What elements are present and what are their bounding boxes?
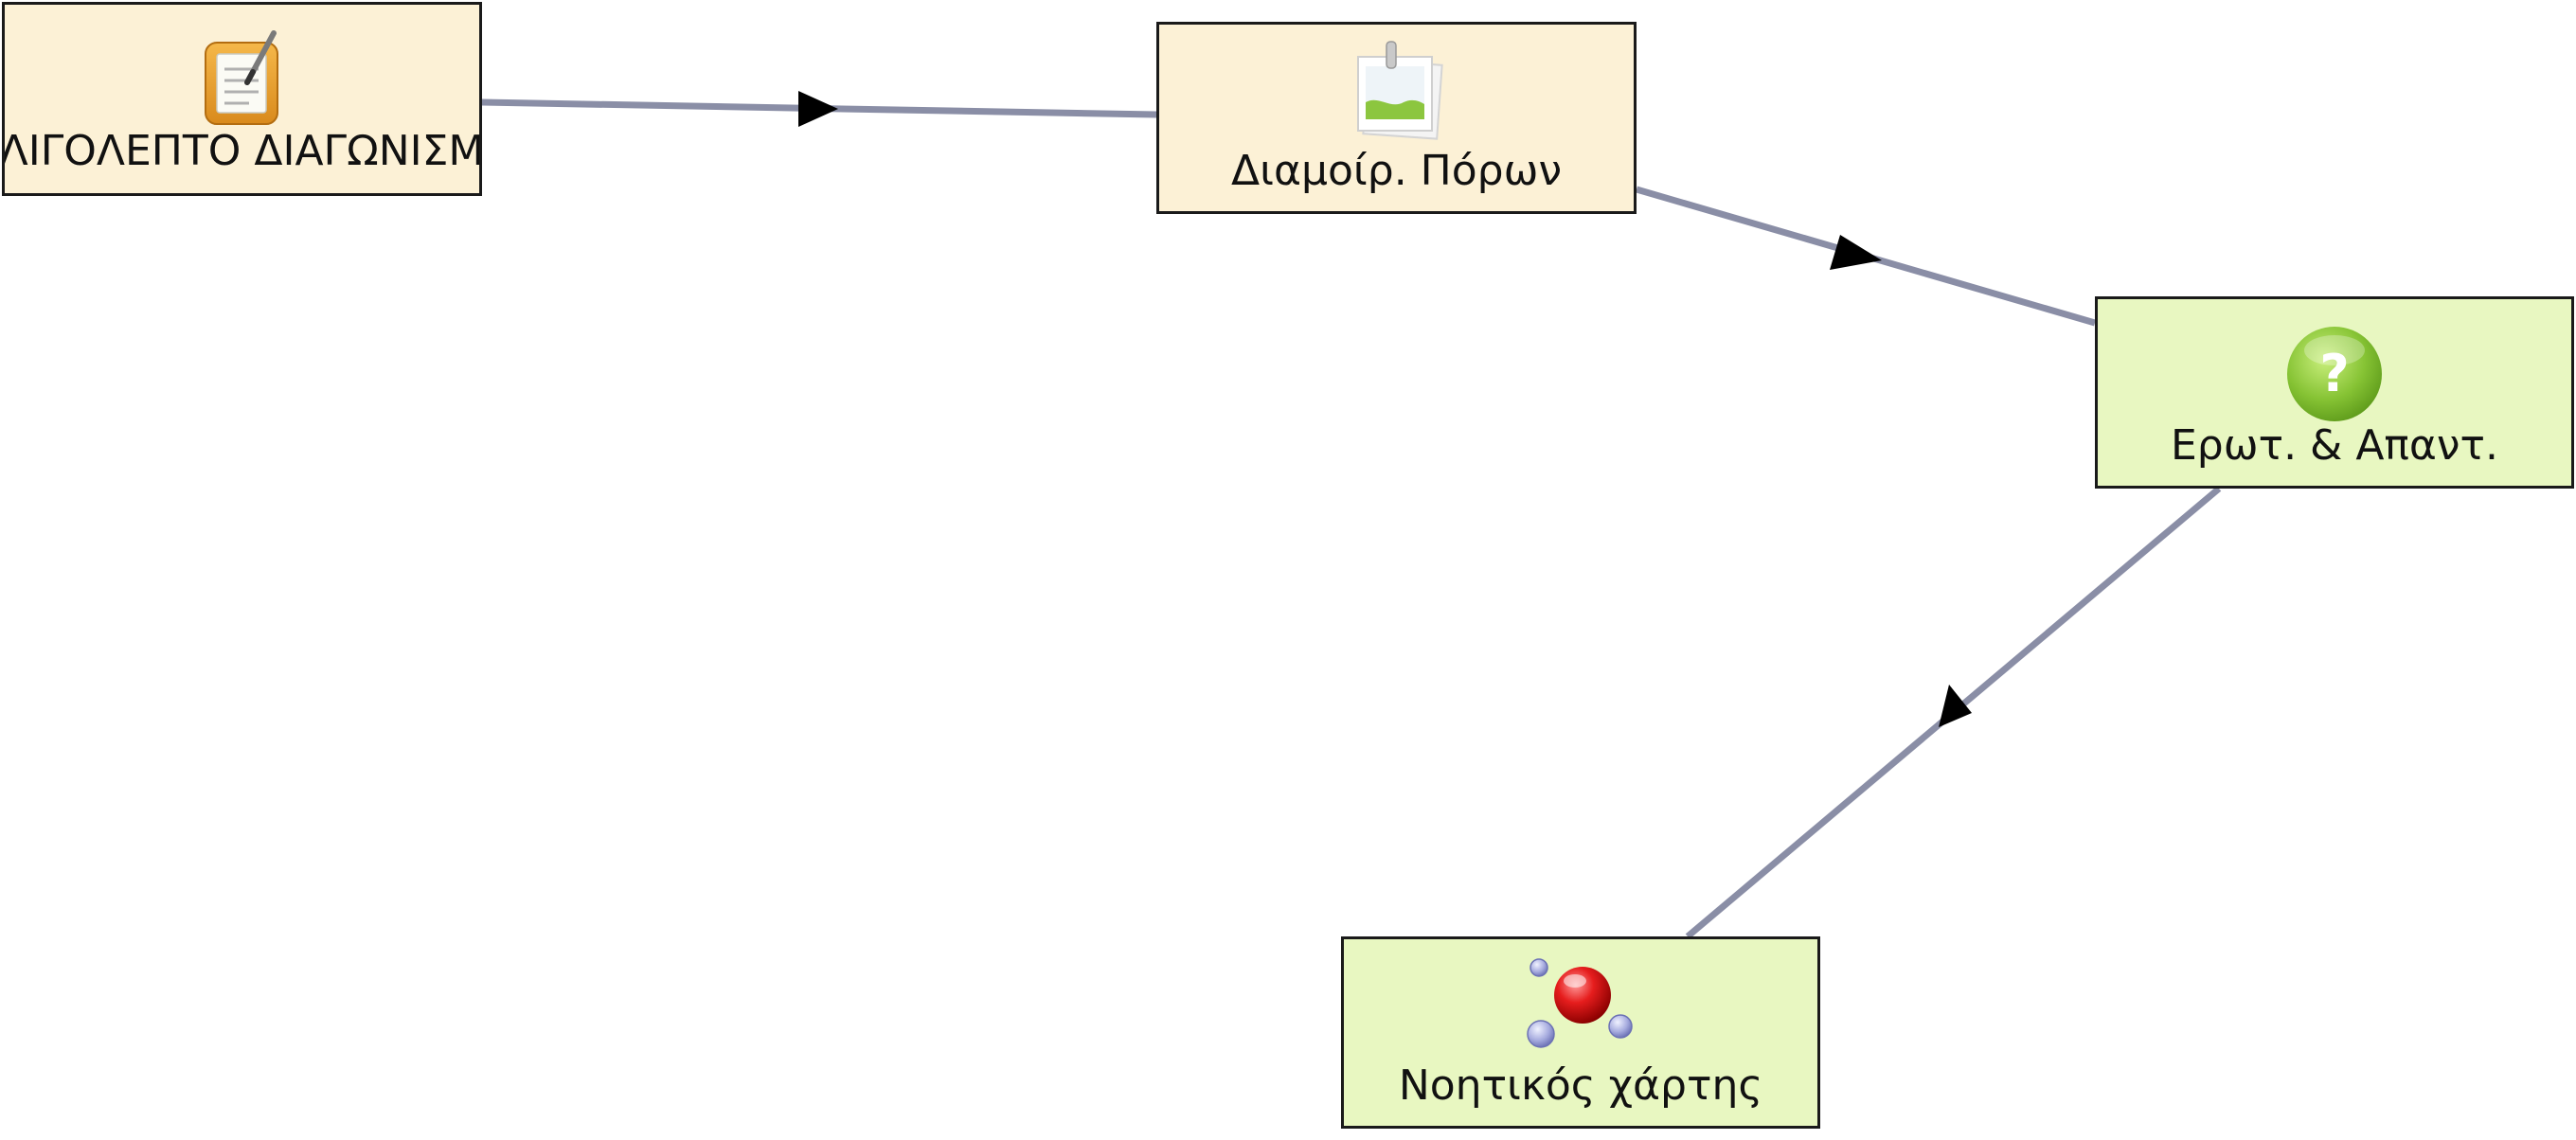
mindmap-icon <box>1527 958 1633 1048</box>
arrow-head <box>1830 235 1882 270</box>
node-label: Νοητικός χάρτης <box>1398 1061 1763 1110</box>
node-label: ΛΙΓΟΛΕΠΤΟ ΔΙΑΓΩΝΙΣΜ <box>2 127 482 175</box>
activity-node-mindmap[interactable]: Νοητικός χάρτης <box>1341 936 1820 1129</box>
activity-node-qa[interactable]: ? Ερωτ. & Απαντ. <box>2095 296 2574 489</box>
question-icon: ? <box>2287 327 2382 421</box>
svg-text:?: ? <box>2319 344 2349 403</box>
activity-node-resource-sharing[interactable]: Διαμοίρ. Πόρων <box>1156 22 1637 214</box>
edge-3-to-4[interactable] <box>1685 486 2222 939</box>
arrow-head <box>1939 685 1972 727</box>
node-label: Διαμοίρ. Πόρων <box>1230 147 1563 195</box>
notepad-icon <box>204 30 278 125</box>
node-label: Ερωτ. & Απαντ. <box>2171 421 2498 470</box>
arrow-head <box>798 91 838 127</box>
image-resource-icon <box>1356 41 1443 140</box>
activity-node-short-quiz[interactable]: ΛΙΓΟΛΕΠΤΟ ΔΙΑΓΩΝΙΣΜ <box>2 2 482 196</box>
edge-1-to-2[interactable] <box>481 91 1157 127</box>
edge-2-to-3[interactable] <box>1636 186 2096 327</box>
